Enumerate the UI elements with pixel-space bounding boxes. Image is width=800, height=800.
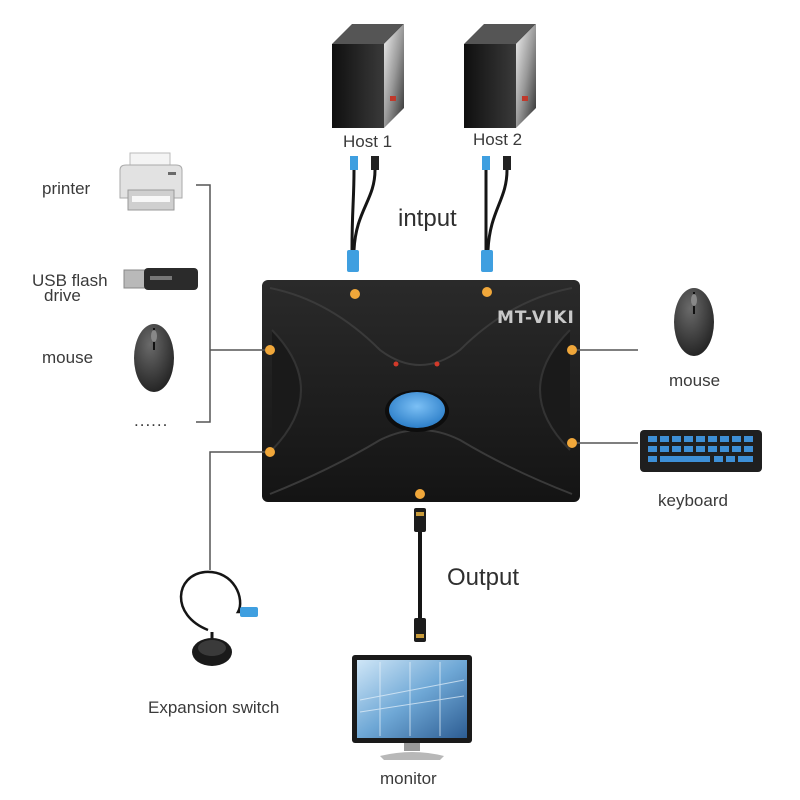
usb-flash-label-line2: drive xyxy=(44,286,81,305)
output-label: Output xyxy=(447,564,520,591)
keyboard-icon xyxy=(640,430,762,472)
host1-cable xyxy=(347,156,379,272)
monitor-icon xyxy=(352,655,472,760)
host2-cable xyxy=(481,156,511,272)
right-leader-lines xyxy=(577,349,638,444)
host1-label: Host 1 xyxy=(343,132,393,151)
led-1 xyxy=(393,361,399,367)
usb-flash-drive-icon xyxy=(123,268,198,290)
kvm-switch-box xyxy=(262,280,580,502)
led-2 xyxy=(434,361,440,367)
input-label: intput xyxy=(398,205,457,232)
brand-logo: MT-VIKI xyxy=(497,308,575,328)
host2-tower-icon xyxy=(464,24,536,128)
printer-label: printer xyxy=(42,179,91,198)
port-dot xyxy=(415,489,425,499)
mouse-icon-right xyxy=(674,288,714,356)
port-dot xyxy=(265,345,275,355)
port-dot xyxy=(265,447,275,457)
port-dot xyxy=(567,438,577,448)
mouse-left-label: mouse xyxy=(42,348,94,367)
port-dot xyxy=(567,345,577,355)
mouse-right-label: mouse xyxy=(669,371,721,390)
expansion-switch-icon xyxy=(179,570,258,666)
keyboard-label: keyboard xyxy=(658,491,728,510)
monitor-label: monitor xyxy=(380,769,437,788)
printer-icon xyxy=(119,152,183,211)
host1-tower-icon xyxy=(332,24,404,128)
usb-flash-label-line1: USB flash xyxy=(32,271,108,290)
more-devices-label: ...... xyxy=(134,411,169,430)
port-dot xyxy=(482,287,492,297)
left-leader-lines xyxy=(196,184,265,570)
host2-label: Host 2 xyxy=(473,130,523,149)
mouse-icon-left xyxy=(134,324,174,392)
expansion-switch-label: Expansion switch xyxy=(148,698,280,717)
output-cable xyxy=(414,508,426,642)
switch-button xyxy=(389,392,445,428)
port-dot xyxy=(350,289,360,299)
